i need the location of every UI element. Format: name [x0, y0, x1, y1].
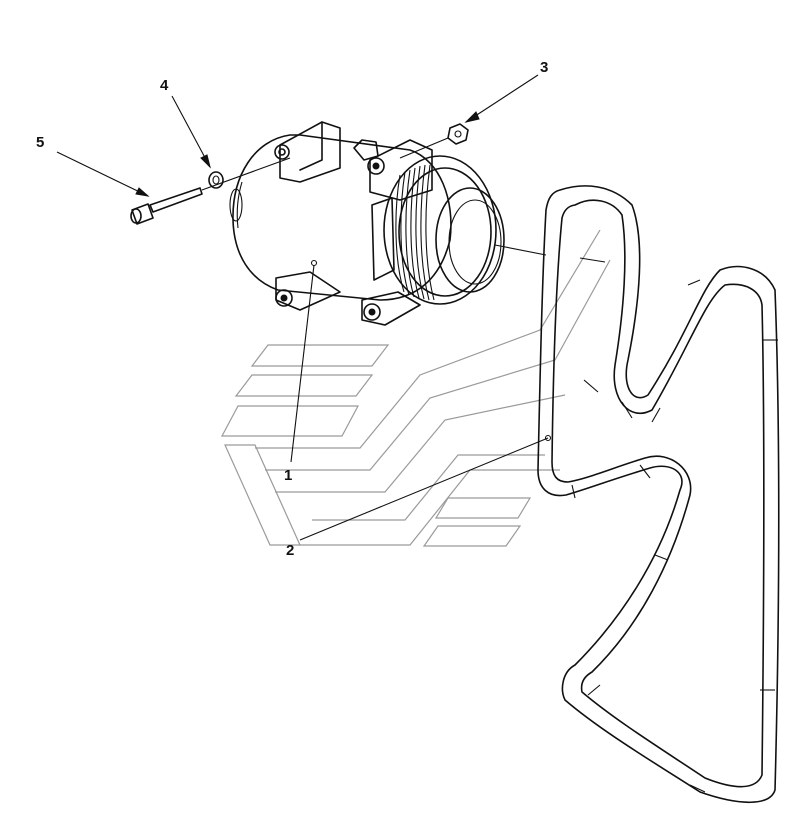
callout-3: 3	[540, 59, 548, 76]
callout-5: 5	[36, 134, 44, 151]
washer	[208, 171, 224, 189]
callout-4: 4	[160, 77, 169, 94]
drive-belt	[537, 185, 780, 804]
watermark-logo	[221, 229, 611, 547]
nut	[399, 123, 469, 159]
callout-leaders	[56, 74, 552, 541]
callout-2: 2	[286, 542, 294, 559]
pulley-grooves	[395, 164, 435, 301]
callout-1: 1	[284, 467, 292, 484]
callout-labels: 1 2 3 4 5	[36, 59, 548, 559]
bolt	[130, 157, 291, 225]
ac-compressor	[229, 121, 547, 326]
